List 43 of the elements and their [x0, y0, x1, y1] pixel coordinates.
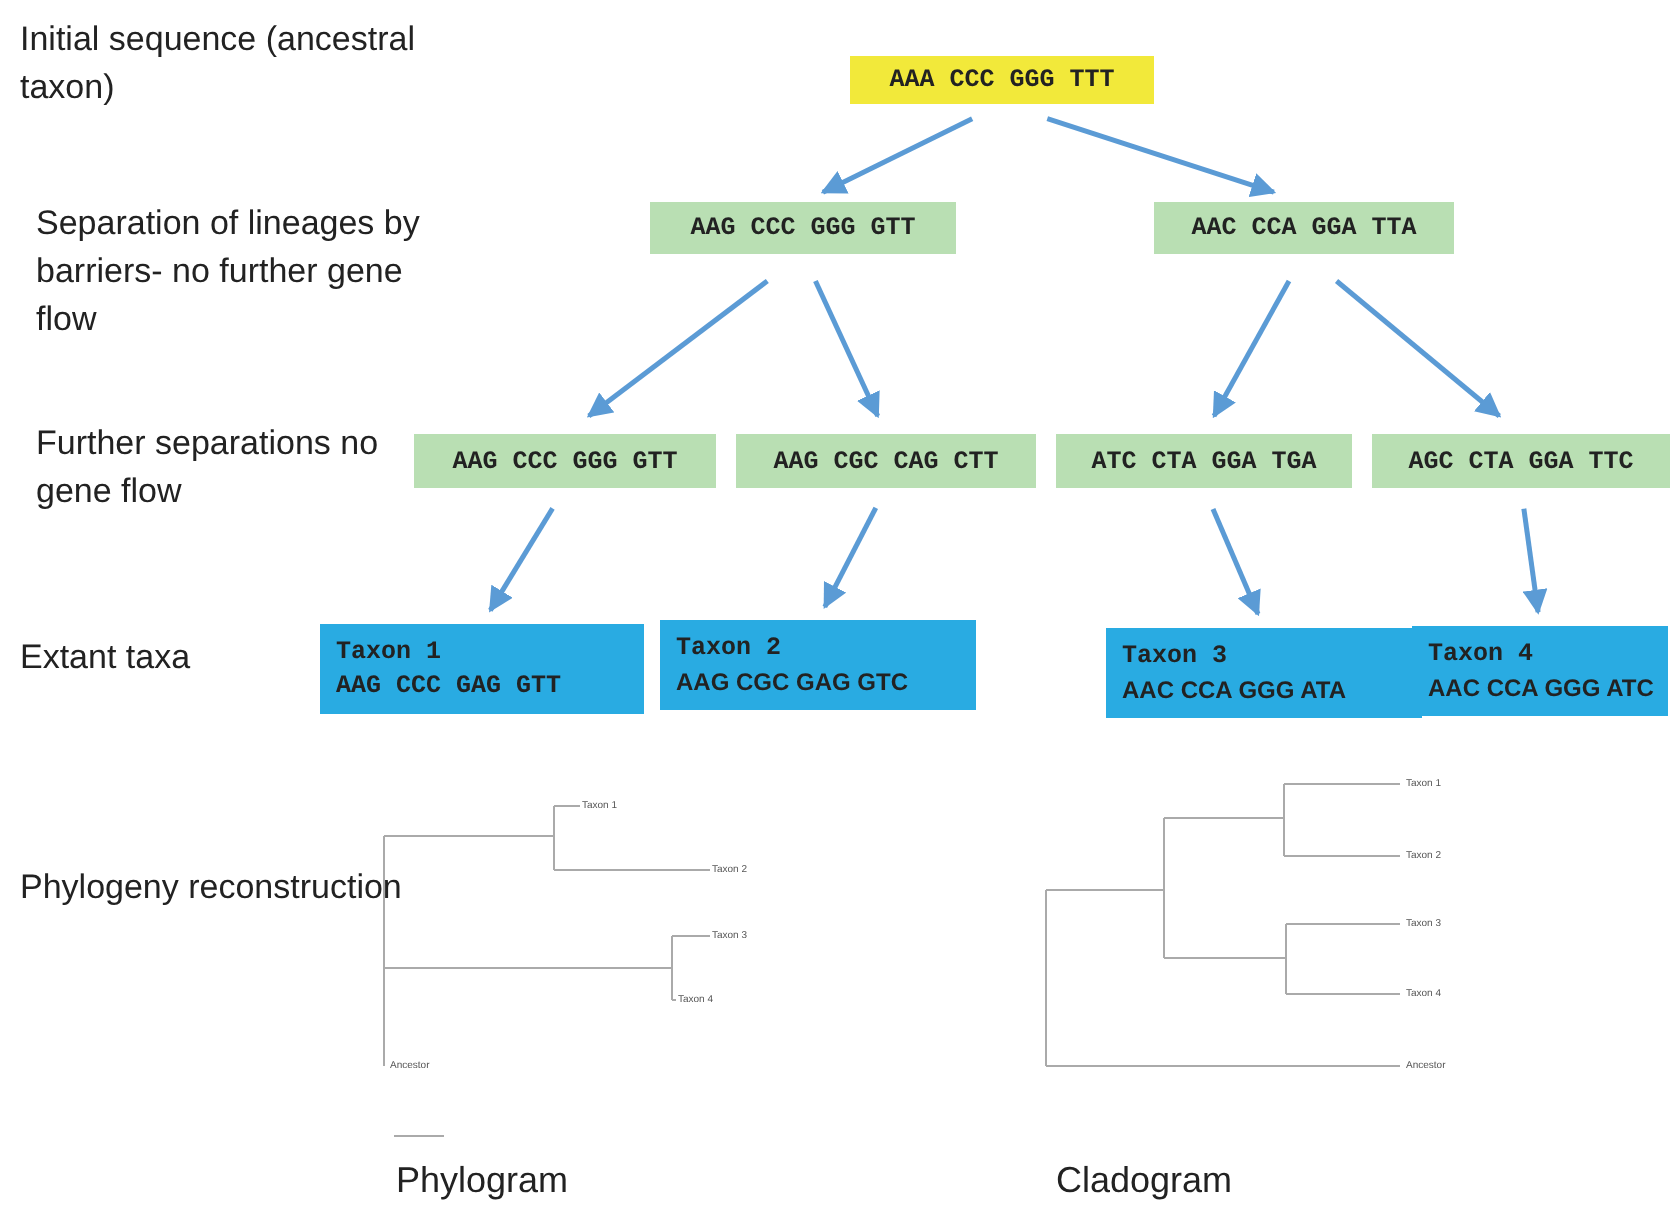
row-label: Extant taxa	[20, 636, 191, 680]
sequence-text: AAC CCA GGA TTA	[1191, 214, 1417, 242]
sequence-box	[1056, 434, 1352, 488]
taxon-box	[1106, 628, 1422, 718]
arrow	[488, 507, 555, 613]
row-label: Separation of lineages by barriers- no further gene flow	[36, 202, 422, 342]
sequence-box	[1372, 434, 1670, 488]
taxon-box	[660, 620, 976, 710]
arrow	[813, 279, 880, 419]
sequence-box	[650, 202, 956, 254]
sequence-text: AAG CCC GGG GTT	[452, 447, 678, 475]
tree-caption: Phylogram	[396, 1160, 569, 1202]
arrow	[1521, 508, 1548, 615]
sequence-text: AGC CTA GGA TTC	[1408, 447, 1634, 475]
sequence-text: AAG CCC GGG GTT	[690, 214, 916, 242]
sequence-box	[1154, 202, 1454, 254]
taxon-box	[320, 624, 644, 714]
arrow	[586, 279, 769, 418]
sequence-text: AAA CCC GGG TTT	[889, 66, 1115, 94]
row-label: Further separations no gene flow	[36, 422, 381, 514]
sequence-box	[850, 56, 1154, 104]
arrow	[822, 506, 879, 609]
row-label: Initial sequence (ancestral taxon)	[20, 18, 418, 110]
taxon-name: Taxon 2	[676, 631, 782, 665]
sequence-text: AAG CCC GAG GTT	[336, 669, 562, 703]
arrow	[1210, 508, 1261, 617]
tree-caption: Cladogram	[1056, 1160, 1233, 1202]
sequence-text: AAG CGC CAG CTT	[773, 447, 999, 475]
row-label: Phylogeny reconstruction	[20, 866, 402, 910]
taxon-name: Taxon 1	[336, 635, 442, 669]
arrow	[820, 116, 974, 195]
sequence-text: AAG CGC GAG GTC	[676, 665, 908, 699]
arrow	[1046, 116, 1277, 198]
taxon-name: Taxon 3	[1122, 639, 1228, 673]
sequence-text: AAC CCA GGG ATC	[1428, 671, 1654, 705]
taxon-box	[1412, 626, 1668, 716]
sequence-text: ATC CTA GGA TGA	[1091, 447, 1317, 475]
arrow	[1334, 279, 1502, 418]
sequence-box	[414, 434, 716, 488]
sequence-box	[736, 434, 1036, 488]
arrow	[1211, 279, 1292, 419]
taxon-name: Taxon 4	[1428, 637, 1534, 671]
sequence-text: AAC CCA GGG ATA	[1122, 673, 1346, 707]
